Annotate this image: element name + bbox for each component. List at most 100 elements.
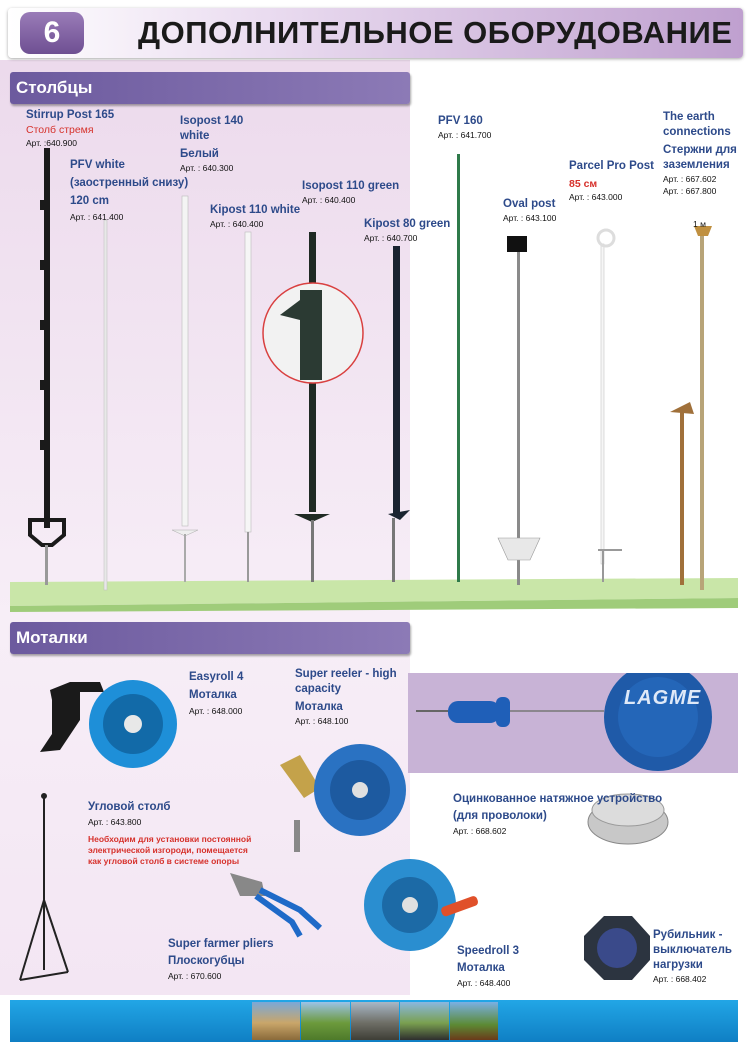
parcel-pro-post-image — [596, 228, 622, 582]
isopost-140-color: white — [180, 130, 210, 142]
switch-name3: нагрузки — [653, 959, 703, 971]
ground-platform — [10, 578, 738, 612]
oval-post-art: Арт. : 643.100 — [503, 213, 557, 223]
corner-post-image — [19, 793, 69, 981]
speedroll-image — [364, 859, 479, 951]
stirrup-post-name: Stirrup Post 165 — [26, 109, 115, 121]
easyroll-sub: Моталка — [189, 689, 237, 701]
earth-rods-image — [670, 226, 712, 590]
switch-name2: выключатель — [653, 944, 732, 956]
isopost-140-sub: Белый — [180, 148, 219, 160]
parcel-pro-post-art: Арт. : 643.000 — [569, 192, 623, 202]
corner-post-note-3: как угловой столб в системе опоры — [88, 856, 240, 866]
footer-photo-cattle — [400, 1002, 449, 1040]
label-kipost-110-white: Kipost 110 white Арт. : 640.400 — [210, 203, 310, 230]
reels-illustration — [19, 680, 669, 981]
pfv-160-image — [457, 154, 460, 582]
earth-connections-art2: Арт. : 667.800 — [663, 186, 717, 196]
label-super-reeler: Super reeler - high capacity Моталка Арт… — [295, 667, 405, 727]
pfv-white-art: Арт. : 641.400 — [70, 212, 124, 222]
label-parcel-pro-post: Parcel Pro Post 85 см Арт. : 643.000 — [569, 159, 659, 203]
label-pfv-160: PFV 160 Арт. : 641.700 — [438, 114, 528, 141]
speedroll-name: Speedroll 3 — [457, 945, 519, 957]
kipost-110-white-image — [244, 231, 252, 582]
corner-post-note-2: электрической изгороди, помещается — [88, 845, 248, 855]
kipost-80-green-image — [388, 246, 410, 582]
speedroll-sub: Моталка — [457, 962, 505, 974]
isopost-140-image — [171, 195, 199, 582]
isopost-110-green-art: Арт. : 640.400 — [302, 195, 356, 205]
section-posts-header: Столбцы — [10, 72, 410, 104]
label-switch: Рубильник - выключатель нагрузки Арт. : … — [653, 928, 745, 985]
label-stirrup-post: Stirrup Post 165 Столб стремя Арт. :640.… — [26, 108, 166, 149]
isopost-140-art: Арт. : 640.300 — [180, 163, 234, 173]
earth-rod-length-note: 1 м — [693, 219, 706, 229]
footer-photo-sheep — [301, 1002, 350, 1040]
label-isopost-110-green: Isopost 110 green Арт. : 640.400 — [302, 179, 402, 206]
pliers-image — [230, 873, 323, 938]
pfv-160-art: Арт. : 641.700 — [438, 130, 492, 140]
tensioner-image — [587, 793, 669, 845]
pfv-white-name: PFV white — [70, 159, 125, 171]
pliers-sub: Плоскогубцы — [168, 955, 245, 967]
stirrup-post-art: Арт. :640.900 — [26, 138, 77, 148]
label-pfv-white: PFV white (заостренный снизу) 120 cm Арт… — [70, 158, 190, 223]
corner-post-name: Угловой столб — [88, 801, 171, 813]
switch-art: Арт. : 668.402 — [653, 974, 707, 984]
label-isopost-140: Isopost 140 white Белый Арт. : 640.300 — [180, 114, 300, 174]
pfv-white-image — [103, 219, 108, 591]
easyroll-image — [40, 680, 177, 768]
tensioner-name: Оцинкованное натяжное устройство — [453, 793, 663, 805]
parcel-pro-post-length: 85 см — [569, 178, 598, 190]
pfv-white-size: 120 cm — [70, 195, 110, 207]
kipost-110-white-art: Арт. : 640.400 — [210, 219, 264, 229]
switch-image — [584, 916, 650, 980]
tensioner-art: Арт. : 668.602 — [453, 826, 507, 836]
easyroll-name: Easyroll 4 — [189, 671, 244, 683]
kipost-80-green-art: Арт. : 640.700 — [364, 233, 418, 243]
header-bar — [8, 8, 743, 58]
label-easyroll: Easyroll 4 Моталка Арт. : 648.000 — [189, 670, 299, 717]
speedroll-art: Арт. : 648.400 — [457, 978, 511, 988]
stirrup-post-image — [28, 148, 66, 585]
label-corner-post: Угловой столб Арт. : 643.800 Необходим д… — [88, 800, 278, 867]
page-title: ДОПОЛНИТЕЛЬНОЕ ОБОРУДОВАНИЕ — [138, 15, 733, 50]
easyroll-art: Арт. : 648.000 — [189, 706, 243, 716]
footer-photo-strip — [252, 1002, 499, 1040]
label-tensioner: Оцинкованное натяжное устройство (для пр… — [453, 792, 673, 837]
footer-photo-horse — [449, 1002, 499, 1040]
isopost-110-green-name: Isopost 110 green — [302, 180, 400, 192]
super-reeler-sub: Моталка — [295, 701, 343, 713]
pliers-name: Super farmer pliers — [168, 938, 274, 950]
section-reels-header: Моталки — [10, 622, 410, 654]
pliers-art: Арт. : 670.600 — [168, 971, 222, 981]
label-speedroll: Speedroll 3 Моталка Арт. : 648.400 — [457, 944, 557, 989]
parcel-pro-post-name: Parcel Pro Post — [569, 160, 655, 172]
footer-photo-boar — [350, 1002, 400, 1040]
kipost-110-white-name: Kipost 110 white — [210, 204, 301, 216]
super-reeler-image — [280, 744, 406, 852]
tensioner-name2: (для проволоки) — [453, 810, 547, 822]
earth-connections-name: The earth — [663, 111, 715, 123]
corner-post-art: Арт. : 643.800 — [88, 817, 142, 827]
oval-post-name: Oval post — [503, 198, 556, 210]
pfv-white-sub: (заостренный снизу) — [70, 177, 189, 189]
earth-connections-art: Арт. : 667.602 — [663, 174, 717, 184]
lagme-logo: LAGME — [624, 687, 702, 709]
label-pliers: Super farmer pliers Плоскогубцы Арт. : 6… — [168, 937, 308, 982]
isopost-detail-magnifier — [262, 282, 364, 384]
super-reeler-name2: capacity — [295, 683, 342, 695]
corner-post-note-1: Необходим для установки постоянной — [88, 834, 252, 844]
super-reeler-art: Арт. : 648.100 — [295, 716, 349, 726]
label-kipost-80-green: Kipost 80 green Арт. : 640.700 — [364, 217, 464, 244]
footer-photo-cow — [252, 1002, 301, 1040]
earth-connections-name2: connections — [663, 126, 731, 138]
label-oval-post: Oval post Арт. : 643.100 — [503, 197, 593, 224]
switch-name: Рубильник - — [653, 929, 723, 941]
stirrup-post-sub: Столб стремя — [26, 124, 94, 136]
super-reeler-name: Super reeler - high — [295, 668, 397, 680]
label-earth-connections: The earth connections Стержни для заземл… — [663, 110, 745, 197]
earth-connections-sub: Стержни для — [663, 144, 737, 156]
tape-reel-image — [416, 673, 712, 771]
page-number-badge: 6 — [20, 12, 84, 54]
